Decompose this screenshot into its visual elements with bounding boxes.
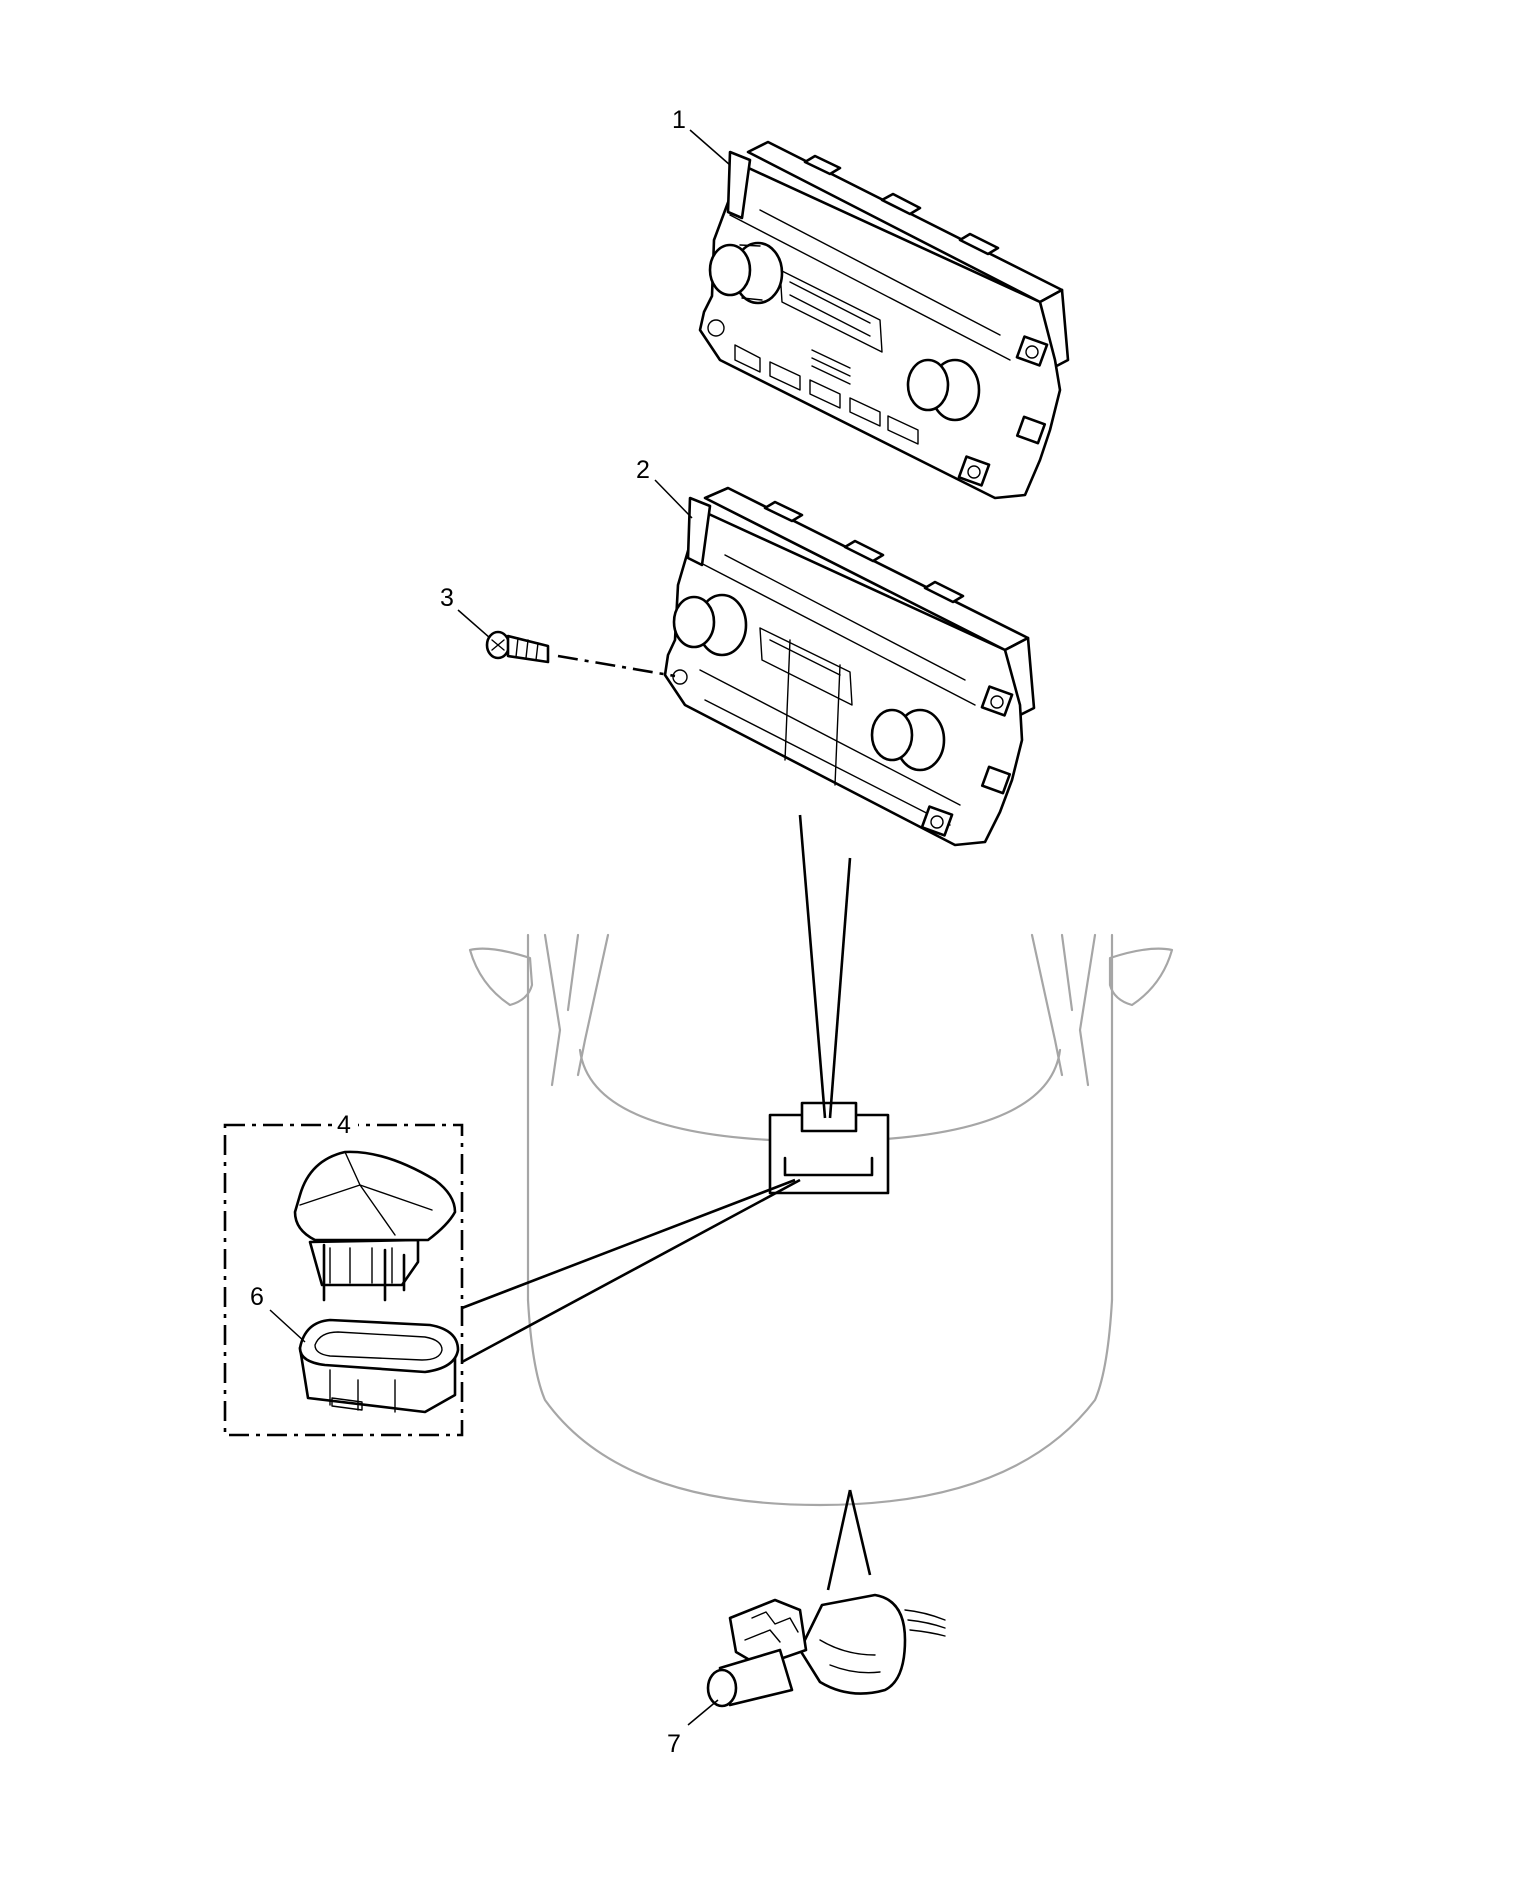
bezel-6: [298, 1318, 460, 1414]
callout-6-leader: [269, 1309, 306, 1343]
vehicle-outline: [468, 933, 1174, 1507]
callout-6: 6: [250, 1283, 264, 1311]
leader-ray-switch-upper: [461, 1178, 796, 1310]
callout-7: 7: [667, 1730, 681, 1758]
callout-4-backdrop: [334, 1110, 358, 1140]
callout-2: 2: [636, 456, 650, 484]
leader-ray-switch-lower: [461, 1178, 801, 1364]
switch-4: [293, 1150, 457, 1302]
callout-3-leader: [457, 609, 491, 639]
leader-ray-units-right: [828, 857, 852, 1119]
climate-control-unit-2: [663, 486, 1036, 847]
screw-3: [485, 630, 550, 664]
callout-2-leader: [654, 479, 693, 519]
callout-3: 3: [440, 584, 454, 612]
screw-axis-line: [557, 654, 676, 678]
callout-4: 4: [337, 1111, 351, 1139]
climate-control-unit-1: [698, 140, 1070, 500]
callout-1-leader: [689, 129, 731, 166]
callout-7-leader: [687, 1699, 719, 1726]
leader-ray-sensor-left: [826, 1489, 852, 1591]
leader-ray-units-left: [798, 814, 827, 1119]
callout-1: 1: [672, 106, 686, 134]
leader-ray-sensor-right: [848, 1489, 872, 1576]
sensor-7: [706, 1593, 946, 1708]
